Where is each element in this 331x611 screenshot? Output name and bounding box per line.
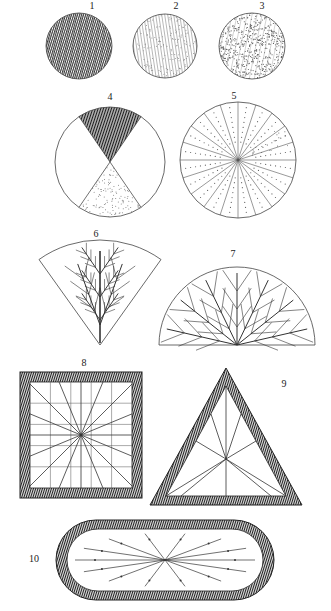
light-sector <box>60 160 160 221</box>
figure-number: 3 <box>259 0 266 11</box>
figure-number: 2 <box>173 0 180 11</box>
radial-oval <box>56 520 274 600</box>
shaded-segment <box>238 100 299 170</box>
figure-number: 4 <box>107 91 114 102</box>
branched-semicircle <box>159 267 315 350</box>
figure-number: 7 <box>230 248 237 259</box>
disc-outline <box>133 14 197 78</box>
dense-hatched-disc <box>0 10 212 82</box>
figure-number: 10 <box>28 553 40 564</box>
triangle-border <box>1 364 331 508</box>
figure-number: 9 <box>281 378 288 389</box>
stippled-disc <box>129 9 331 82</box>
light-hatched-disc <box>53 10 286 82</box>
radial-disc <box>180 102 296 218</box>
dark-sector <box>0 100 248 165</box>
oval-border <box>0 516 331 604</box>
disc-outline <box>219 13 285 79</box>
disc-outline <box>46 13 112 79</box>
figure-number: 8 <box>81 357 88 368</box>
square-border <box>0 368 314 502</box>
figure-number: 5 <box>231 90 238 101</box>
figure-number: 6 <box>93 228 100 239</box>
radial-triangle <box>150 368 302 505</box>
figure-number: 1 <box>89 0 96 11</box>
branched-wedge <box>39 240 161 345</box>
gridded-square <box>20 372 142 498</box>
sector-disc <box>55 107 165 217</box>
